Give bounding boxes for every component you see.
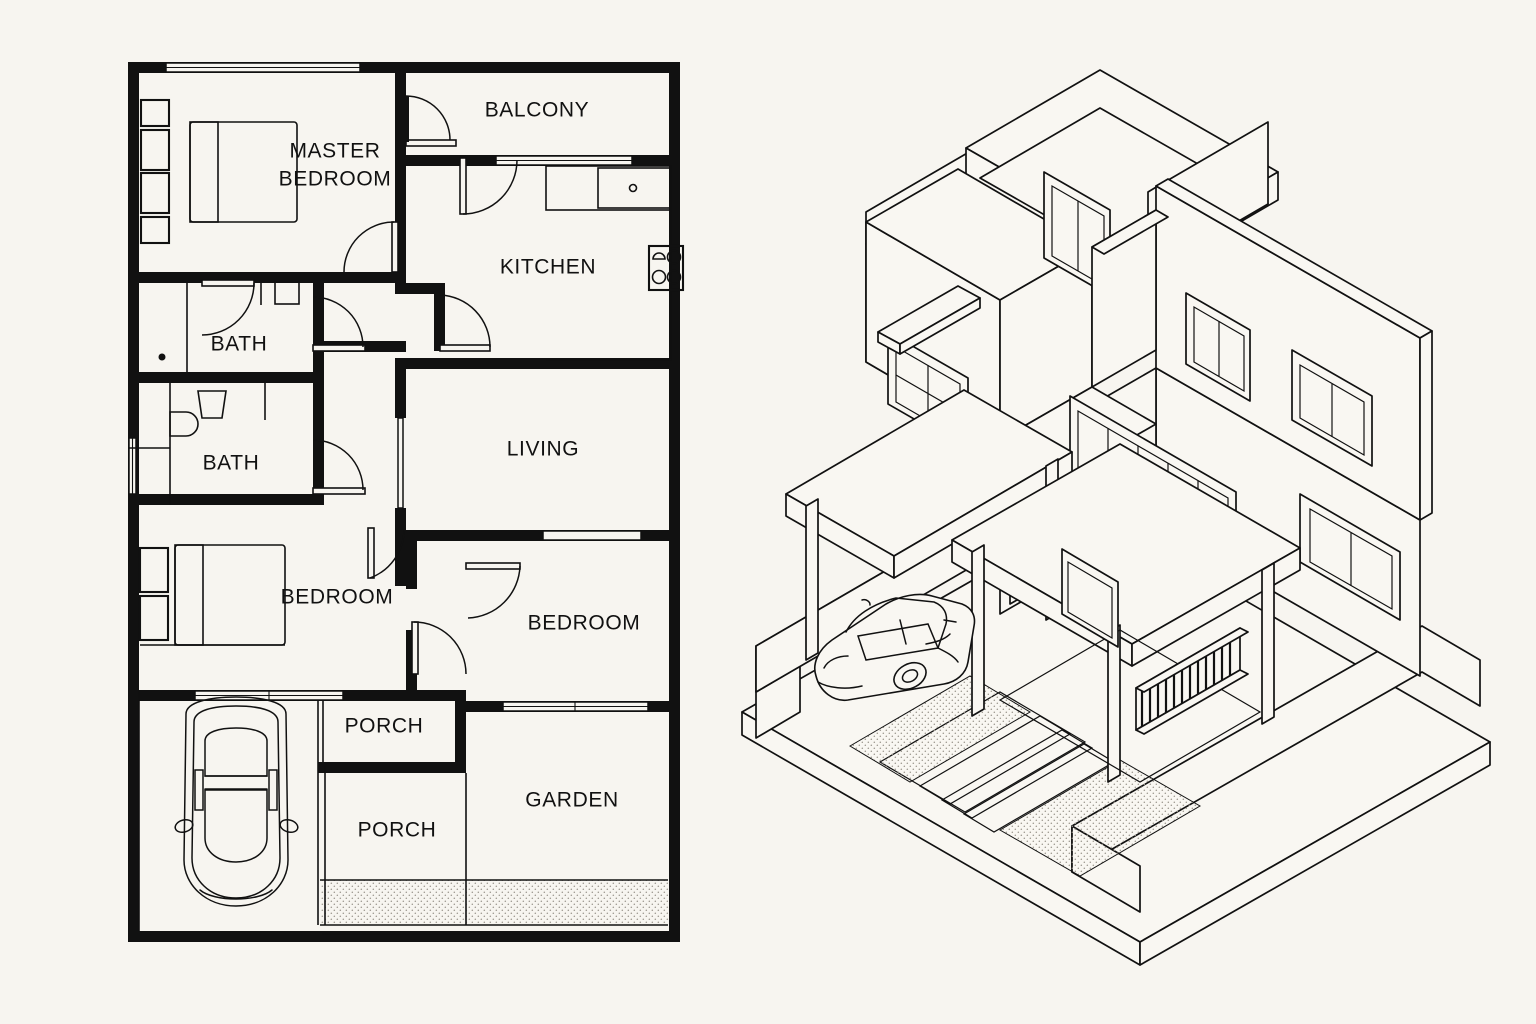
porch-garden-outlines <box>138 690 668 935</box>
iso-upper-floor <box>865 69 1433 521</box>
iso-car-wheel-front <box>893 661 927 691</box>
iso-porch-canopy <box>951 443 1301 783</box>
fixtures <box>129 98 685 935</box>
wall-porch-north-a <box>406 690 466 701</box>
iso-window-awning-edge2 <box>899 297 981 355</box>
wall-bath-lower-east <box>313 383 324 505</box>
iso-paving <box>849 675 1201 877</box>
wall-bath-upper-east <box>313 283 324 383</box>
label-bedroom-left: BEDROOM <box>281 586 394 609</box>
label-porch-upper: PORCH <box>345 715 424 738</box>
door-bath-upper-closet <box>201 279 255 336</box>
wall-exterior-bottom <box>128 931 680 942</box>
iso-gravel-left <box>849 675 1031 783</box>
fixture-garage-car <box>174 696 299 907</box>
wall-bath-lower-south <box>128 494 324 505</box>
window-bedroom-right-north <box>542 530 642 541</box>
iso-porch-slab-edge-r <box>1131 547 1301 667</box>
iso-walkway-slab-2 <box>918 715 1072 805</box>
wall-living-north <box>395 358 680 369</box>
iso-upper-right-topedge <box>1419 330 1433 521</box>
wall-hall-east-lower2 <box>395 526 406 586</box>
label-master-bedroom-1: MASTER <box>289 140 380 163</box>
iso-ground-edge-right <box>1139 741 1491 966</box>
label-bath-upper: BATH <box>211 333 268 356</box>
isometric-group <box>741 69 1491 966</box>
door-master-bedroom <box>343 221 399 273</box>
fixture-kitchen-stove <box>647 244 685 292</box>
door-bath-upper <box>312 296 366 352</box>
label-bedroom-right: BEDROOM <box>528 612 641 635</box>
wall-exterior-right <box>669 62 680 942</box>
label-living: LIVING <box>507 438 579 461</box>
door-kitchen <box>459 157 518 215</box>
fixture-bath-upper <box>158 281 300 372</box>
fixture-bath-lower <box>129 383 266 505</box>
paving-hatch <box>320 880 668 925</box>
wall-hall-east-lower <box>395 508 406 534</box>
iso-porch-column-left <box>971 544 985 717</box>
iso-car-body <box>814 593 976 701</box>
wall-hall-jog-a <box>395 272 406 288</box>
door-porch <box>411 621 467 675</box>
fixture-second-bed <box>138 544 286 646</box>
floor-plan-group: MASTER BEDROOM BALCONY KITCHEN BATH BATH… <box>128 62 685 942</box>
fixture-kitchen-counter <box>545 165 672 361</box>
wall-bath-upper-south <box>128 372 324 383</box>
label-kitchen: KITCHEN <box>500 256 596 279</box>
wall-hall-top-stub <box>395 283 445 294</box>
windows <box>128 62 649 712</box>
label-balcony: BALCONY <box>485 99 590 122</box>
door-bedroom-right <box>465 562 521 619</box>
iso-walkway-slab-3 <box>940 729 1094 819</box>
wall-porch-east <box>455 690 466 770</box>
iso-gravel-right <box>999 759 1201 877</box>
wall-master-east <box>395 62 406 278</box>
door-kitchen-hall <box>439 294 491 352</box>
iso-window-lower-right-frame <box>1299 493 1401 621</box>
door-balcony <box>404 95 457 147</box>
fixture-master-bed <box>139 98 298 245</box>
iso-car <box>814 593 976 701</box>
wall-master-south <box>128 272 406 283</box>
label-porch-lower: PORCH <box>358 819 437 842</box>
iso-porch-column-right <box>1261 562 1275 725</box>
iso-balcony-railing <box>1135 627 1249 735</box>
window-hall-glazing <box>397 417 404 509</box>
iso-porch-floor <box>998 629 1262 783</box>
iso-porch-window <box>1061 548 1119 648</box>
doors <box>201 95 521 675</box>
iso-window-upper-right-2 <box>1185 292 1251 402</box>
door-bedroom-left <box>367 527 405 579</box>
paving-fill <box>320 880 668 925</box>
door-bath-lower <box>312 439 366 495</box>
wall-bedroomright-west-a <box>406 541 417 589</box>
label-bath-lower: BATH <box>203 452 260 475</box>
wall-porch-divider <box>318 762 466 773</box>
label-garden: GARDEN <box>525 789 618 812</box>
wall-hall-east-upper <box>395 358 406 418</box>
iso-carport-column-left <box>805 498 819 661</box>
iso-interior-wall-mid-top <box>1091 209 1169 255</box>
room-labels: MASTER BEDROOM BALCONY KITCHEN BATH BATH… <box>203 99 641 842</box>
wall-kitchen-door-jamb <box>434 283 445 351</box>
label-master-bedroom-2: BEDROOM <box>279 168 392 191</box>
iso-railing-top-rail <box>1135 627 1249 693</box>
iso-railing-bottom-rail <box>1135 669 1249 735</box>
iso-porch-column-mid <box>1107 624 1121 783</box>
